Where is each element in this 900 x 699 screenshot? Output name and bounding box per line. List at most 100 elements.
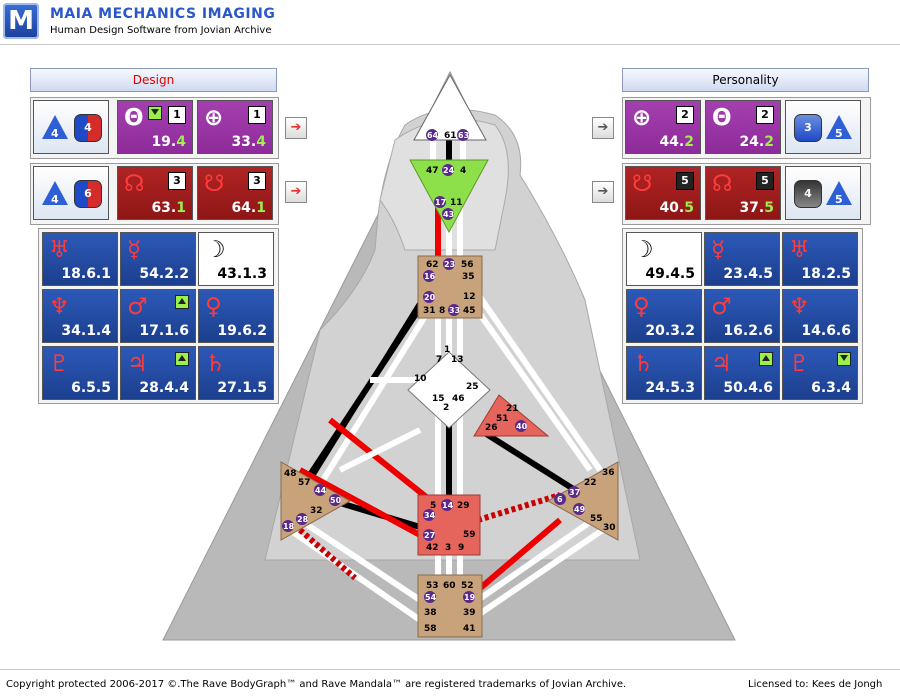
svg-text:7: 7 bbox=[436, 355, 442, 365]
up-arrow-icon bbox=[175, 295, 189, 309]
design-planet-venus[interactable]: ♀19.6.2 bbox=[198, 289, 274, 343]
jupiter-icon: ♃ bbox=[711, 351, 732, 377]
octagon-icon: 4 bbox=[794, 180, 822, 208]
personality-south-node-tile[interactable]: ☋ 5 40.5 bbox=[625, 166, 701, 220]
south-node-icon: ☋ bbox=[204, 171, 225, 197]
svg-text:1: 1 bbox=[444, 345, 450, 355]
personality-row2-arrow-button[interactable]: ➔ bbox=[592, 181, 614, 203]
mercury-icon: ☿ bbox=[711, 237, 726, 263]
svg-text:53: 53 bbox=[426, 581, 439, 591]
solar-plexus-center bbox=[546, 461, 619, 541]
planet-value: 27.1.5 bbox=[217, 380, 267, 396]
svg-text:11: 11 bbox=[450, 198, 463, 208]
svg-text:31: 31 bbox=[423, 306, 436, 316]
svg-text:62: 62 bbox=[426, 260, 439, 270]
design-planet-uranus[interactable]: ♅18.6.1 bbox=[42, 232, 118, 286]
tile-value: 40.5 bbox=[659, 200, 694, 216]
svg-text:61: 61 bbox=[444, 131, 457, 141]
personality-planet-mercury[interactable]: ☿23.4.5 bbox=[704, 232, 780, 286]
planet-value: 18.6.1 bbox=[61, 266, 111, 282]
header-divider bbox=[0, 44, 900, 45]
planet-value: 14.6.6 bbox=[801, 323, 851, 339]
line-box: 5 bbox=[676, 172, 694, 190]
svg-text:22: 22 bbox=[584, 478, 597, 488]
line-box: 5 bbox=[756, 172, 774, 190]
svg-text:27: 27 bbox=[424, 531, 435, 540]
svg-text:3: 3 bbox=[445, 543, 451, 553]
personality-planet-uranus[interactable]: ♅ 18.2.5 bbox=[782, 232, 858, 286]
personality-planet-pluto[interactable]: ♇6.3.4 bbox=[782, 346, 858, 400]
personality-planet-neptune[interactable]: ♆14.6.6 bbox=[782, 289, 858, 343]
svg-text:34: 34 bbox=[424, 511, 436, 520]
design-earth-tile[interactable]: ⊕ 1 33.4 bbox=[197, 100, 273, 154]
planet-value: 19.6.2 bbox=[217, 323, 267, 339]
design-planet-neptune[interactable]: ♆ 34.1.4 bbox=[42, 289, 118, 343]
design-sun-tile[interactable]: Θ 1 19.4 bbox=[117, 100, 193, 154]
triangle-icon bbox=[826, 115, 852, 139]
personality-north-node-tile[interactable]: ☊ 5 37.5 bbox=[705, 166, 781, 220]
gate-labels: 64 61 63 47 24 4 17 11 43 62 23 56 16 35… bbox=[282, 129, 616, 634]
triangle-icon bbox=[826, 181, 852, 205]
svg-text:63: 63 bbox=[458, 131, 469, 140]
planet-value: 18.2.5 bbox=[801, 266, 851, 282]
design-planet-pluto[interactable]: ♇6.5.5 bbox=[42, 346, 118, 400]
design-planet-moon[interactable]: ☽43.1.3 bbox=[198, 232, 274, 286]
neptune-icon: ♆ bbox=[49, 294, 70, 320]
svg-text:13: 13 bbox=[451, 355, 464, 365]
svg-text:4: 4 bbox=[460, 166, 466, 176]
tile-value: 37.5 bbox=[739, 200, 774, 216]
design-planet-jupiter[interactable]: ♃28.4.4 bbox=[120, 346, 196, 400]
svg-text:60: 60 bbox=[443, 581, 456, 591]
design-planet-saturn[interactable]: ♄27.1.5 bbox=[198, 346, 274, 400]
sun-icon: Θ bbox=[124, 105, 144, 131]
personality-planet-saturn[interactable]: ♄24.5.3 bbox=[626, 346, 702, 400]
personality-row1-arrow-button[interactable]: ➔ bbox=[592, 117, 614, 139]
saturn-icon: ♄ bbox=[633, 351, 654, 377]
planet-value: 34.1.4 bbox=[61, 323, 111, 339]
svg-text:24: 24 bbox=[443, 166, 455, 175]
personality-planet-moon[interactable]: ☽49.4.5 bbox=[626, 232, 702, 286]
personality-planet-mars[interactable]: ♂16.2.6 bbox=[704, 289, 780, 343]
planet-value: 6.3.4 bbox=[811, 380, 851, 396]
ajna-center bbox=[409, 159, 489, 234]
svg-text:37: 37 bbox=[569, 488, 580, 497]
up-arrow-icon bbox=[759, 352, 773, 366]
svg-text:54: 54 bbox=[425, 593, 437, 602]
bodygraph: 64 61 63 47 24 4 17 11 43 62 23 56 16 35… bbox=[162, 70, 736, 641]
triangle-number: 5 bbox=[835, 127, 843, 140]
tile-value: 64.1 bbox=[231, 200, 266, 216]
svg-text:12: 12 bbox=[463, 292, 476, 302]
svg-text:36: 36 bbox=[602, 468, 615, 478]
svg-text:21: 21 bbox=[506, 404, 519, 414]
design-north-node-tile[interactable]: ☊ 3 63.1 bbox=[117, 166, 193, 220]
personality-earth-tile[interactable]: ⊕ 2 44.2 bbox=[625, 100, 701, 154]
svg-text:52: 52 bbox=[461, 581, 474, 591]
north-node-icon: ☊ bbox=[712, 171, 733, 197]
design-planet-mercury[interactable]: ☿54.2.2 bbox=[120, 232, 196, 286]
personality-row1-icons: 3 5 bbox=[785, 100, 861, 154]
design-south-node-tile[interactable]: ☋ 3 64.1 bbox=[197, 166, 273, 220]
design-planet-mars[interactable]: ♂17.1.6 bbox=[120, 289, 196, 343]
personality-sun-tile[interactable]: Θ 2 24.2 bbox=[705, 100, 781, 154]
svg-text:9: 9 bbox=[458, 543, 464, 553]
mars-icon: ♂ bbox=[127, 294, 148, 320]
footer-divider bbox=[0, 669, 900, 670]
svg-text:16: 16 bbox=[424, 272, 436, 281]
design-row1-arrow-button[interactable]: ➔ bbox=[285, 117, 307, 139]
line-box: 2 bbox=[756, 106, 774, 124]
personality-planet-jupiter[interactable]: ♃50.4.6 bbox=[704, 346, 780, 400]
svg-text:56: 56 bbox=[461, 260, 474, 270]
tile-value: 44.2 bbox=[659, 134, 694, 150]
svg-text:2: 2 bbox=[443, 403, 449, 413]
svg-text:15: 15 bbox=[432, 394, 445, 404]
svg-text:46: 46 bbox=[452, 394, 465, 404]
planet-value: 6.5.5 bbox=[71, 380, 111, 396]
personality-planet-venus[interactable]: ♀20.3.2 bbox=[626, 289, 702, 343]
jupiter-icon: ♃ bbox=[127, 351, 148, 377]
design-row2-arrow-button[interactable]: ➔ bbox=[285, 181, 307, 203]
planet-value: 49.4.5 bbox=[645, 266, 695, 282]
uranus-icon: ♅ bbox=[789, 237, 810, 263]
svg-text:19: 19 bbox=[464, 593, 476, 602]
up-arrow-icon bbox=[175, 352, 189, 366]
design-row2-icons: 4 6 bbox=[33, 166, 109, 220]
